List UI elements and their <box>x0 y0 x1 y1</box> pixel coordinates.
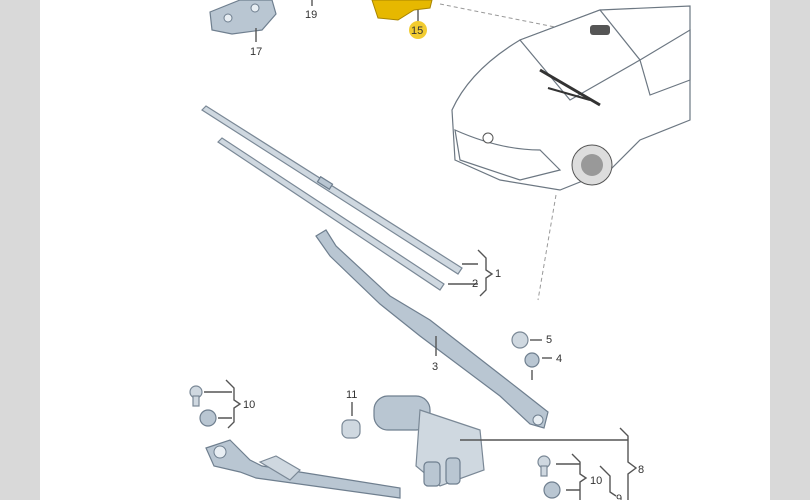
callout-3: 3 <box>432 361 438 373</box>
callout-17: 17 <box>250 46 262 58</box>
car-location-illustration <box>451 5 691 191</box>
part-11-grommet[interactable] <box>341 419 361 439</box>
callout-8: 8 <box>638 464 644 476</box>
part-5-cap[interactable] <box>511 331 529 349</box>
callout-10-left: 10 <box>243 399 255 411</box>
part-4-nut[interactable] <box>524 352 540 368</box>
part-1-wiper-blade[interactable] <box>201 105 463 275</box>
part-10-nut-left[interactable] <box>199 409 217 427</box>
part-17-bracket[interactable] <box>209 0 277 35</box>
part-10-nut-right[interactable] <box>543 481 561 499</box>
callout-2: 2 <box>472 278 478 290</box>
part-15-highlighted[interactable] <box>371 0 433 21</box>
callout-10-right: 10 <box>590 475 602 487</box>
callout-1: 1 <box>495 268 501 280</box>
callout-9: 9 <box>616 493 622 500</box>
wiper-linkage[interactable] <box>205 439 401 499</box>
part-10-bolt-right[interactable] <box>537 455 551 477</box>
callout-19: 19 <box>305 9 317 21</box>
part-3-wiper-arm[interactable] <box>315 229 549 429</box>
callout-4: 4 <box>556 353 562 365</box>
part-10-bolt-left[interactable] <box>189 385 203 407</box>
callout-15-badge <box>409 21 427 39</box>
callout-5: 5 <box>546 334 552 346</box>
part-2-wiper-rubber[interactable] <box>217 137 445 291</box>
callout-11: 11 <box>346 389 357 401</box>
callout-15: 15 <box>411 25 423 37</box>
wiper-motor[interactable] <box>373 395 485 487</box>
